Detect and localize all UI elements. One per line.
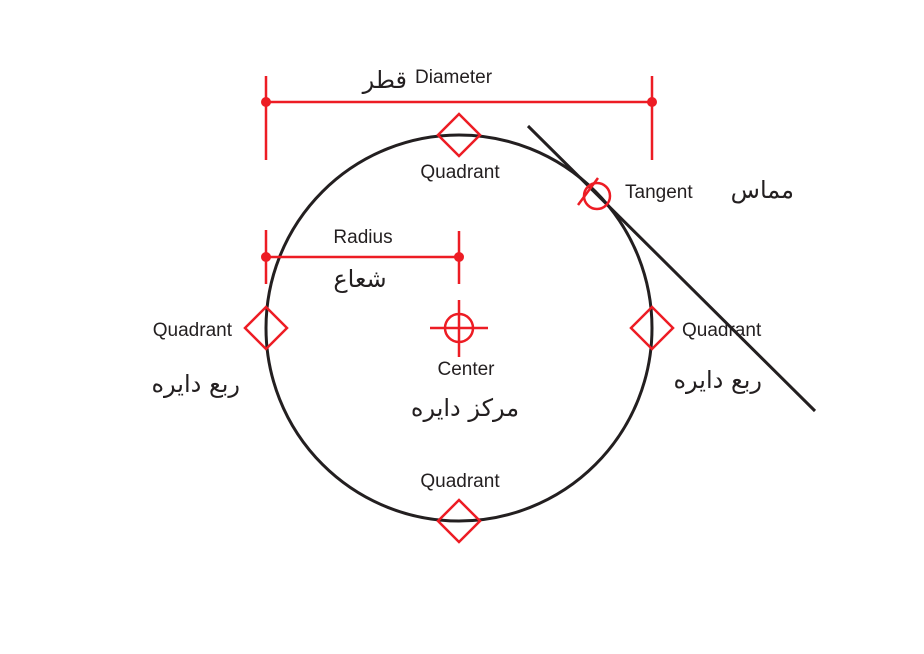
- quadrant-top-label: Quadrant: [420, 162, 500, 183]
- quadrant-right-label-fa: ربع دایره: [673, 366, 762, 394]
- diameter-dimension: [261, 76, 657, 160]
- quadrant-marker-top: [436, 112, 482, 158]
- diameter-label: Diameter: [415, 67, 493, 88]
- quadrant-right-label: Quadrant: [682, 320, 762, 341]
- quadrant-bottom-label: Quadrant: [420, 471, 500, 492]
- quadrant-marker-right: [629, 305, 675, 351]
- quadrant-left-label: Quadrant: [153, 320, 233, 341]
- quadrant-marker-bottom: [436, 498, 482, 544]
- quadrant-left-label-fa: ربع دایره: [151, 370, 240, 398]
- diameter-label-fa: قطر: [362, 66, 407, 94]
- radius-label: Radius: [333, 227, 392, 248]
- center-mark-icon: [430, 300, 488, 357]
- radius-dimension: [261, 230, 464, 284]
- tangent-line: [526, 124, 817, 413]
- radius-label-fa: شعاع: [333, 265, 386, 293]
- tangent-label: Tangent: [625, 182, 693, 203]
- center-label-fa: مرکز دایره: [411, 394, 519, 422]
- circle: [264, 133, 654, 523]
- quadrant-marker-left: [243, 305, 289, 351]
- center-label: Center: [437, 359, 495, 380]
- tangent-marker-icon: [576, 177, 612, 211]
- tangent-label-fa: مماس: [731, 176, 794, 204]
